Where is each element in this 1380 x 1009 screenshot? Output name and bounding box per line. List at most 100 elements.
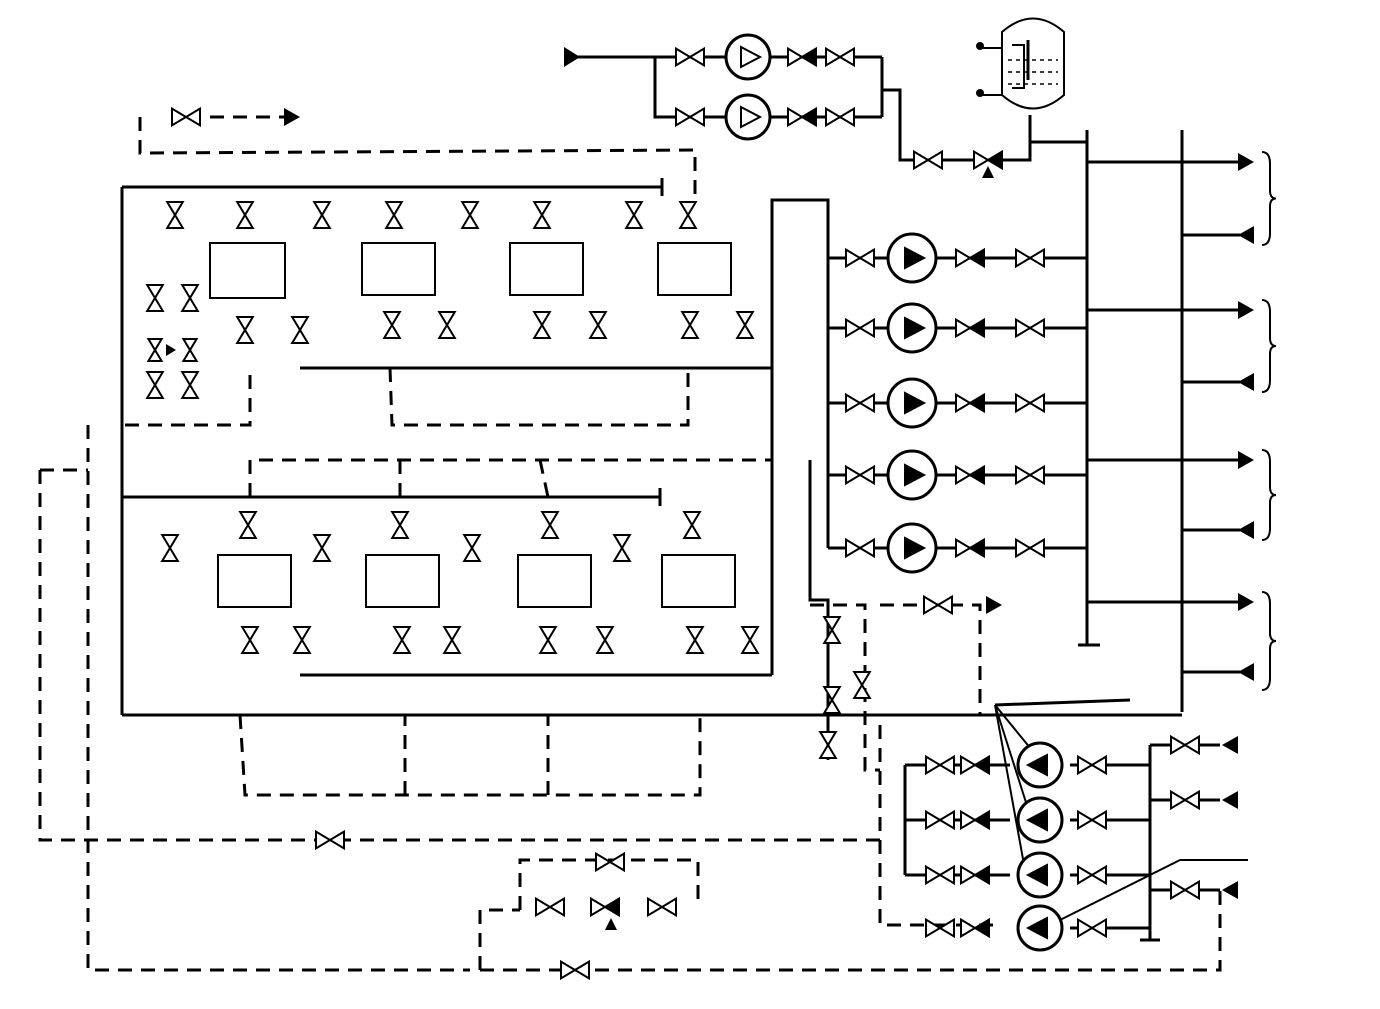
check-valve-icon (787, 106, 817, 128)
flow-arrow-icon (284, 108, 300, 126)
flow-arrow-icon (1222, 736, 1238, 754)
valve-icon (595, 626, 615, 654)
pump-icon (724, 93, 772, 141)
valve-icon (925, 754, 955, 776)
valve-icon (238, 511, 258, 539)
valve-icon (160, 534, 180, 562)
check-valve-icon (960, 754, 990, 776)
brace-icon (1261, 449, 1277, 541)
flow-arrow-icon (1222, 881, 1238, 899)
valve-icon (171, 106, 201, 128)
valve-icon (740, 626, 760, 654)
check-valve-icon (955, 247, 985, 269)
valve-icon (822, 686, 842, 714)
valve-icon (532, 201, 552, 229)
valve-icon (588, 311, 608, 339)
valve-icon (1015, 537, 1045, 559)
valve-icon (240, 626, 260, 654)
control-actuator-icon (605, 918, 617, 930)
valve-icon (680, 311, 700, 339)
valve-icon (925, 809, 955, 831)
valve-icon (180, 284, 200, 312)
valve-icon (560, 959, 590, 981)
valve-icon (612, 534, 632, 562)
valve-icon (146, 338, 164, 362)
valve-icon (180, 371, 200, 399)
check-valve-icon (960, 809, 990, 831)
pump-icon (1016, 796, 1064, 844)
pump-icon (1016, 904, 1064, 952)
check-valve-icon (955, 464, 985, 486)
valve-icon (390, 511, 410, 539)
top-feed-section (564, 47, 1032, 162)
pump-icon (1016, 741, 1064, 789)
main-headers (1030, 130, 1240, 712)
valve-icon (822, 616, 842, 644)
valve-icon (290, 316, 310, 344)
lower-unit-row (122, 488, 1182, 717)
valve-icon (685, 626, 705, 654)
valve-icon (825, 46, 855, 68)
pump-icon (886, 522, 938, 574)
flow-arrow-icon (1238, 153, 1254, 171)
valve-icon (1077, 754, 1107, 776)
flow-arrow-icon (1238, 593, 1254, 611)
valve-icon (312, 201, 332, 229)
valve-icon (145, 371, 165, 399)
pump-icon (1016, 851, 1064, 899)
flow-arrow-icon (1238, 226, 1254, 244)
valve-icon (462, 534, 482, 562)
valve-icon (165, 201, 185, 229)
pump-icon (724, 33, 772, 81)
valve-icon (1077, 864, 1107, 886)
valve-icon (1170, 879, 1200, 901)
valve-icon (532, 311, 552, 339)
check-valve-icon (590, 896, 620, 918)
valve-icon (675, 106, 705, 128)
valve-icon (460, 201, 480, 229)
valve-icon (535, 896, 565, 918)
valve-icon (235, 316, 255, 344)
check-valve-icon (973, 149, 1003, 171)
pump-icon (886, 232, 938, 284)
valve-icon (682, 511, 702, 539)
valve-icon (1170, 789, 1200, 811)
valve-icon (845, 247, 875, 269)
brace-icon (1261, 151, 1277, 246)
check-valve-icon (960, 864, 990, 886)
flow-arrow-icon (986, 596, 1002, 614)
flow-arrow-icon (1222, 791, 1238, 809)
valve-icon (315, 829, 345, 851)
valve-icon (913, 149, 943, 171)
check-valve-icon (955, 537, 985, 559)
brace-icon (1261, 299, 1277, 393)
flow-arrow-icon (1238, 373, 1254, 391)
valve-icon (1170, 734, 1200, 756)
valve-icon (852, 671, 872, 699)
valve-icon (1015, 317, 1045, 339)
pressure-tank (976, 17, 1065, 110)
valve-icon (925, 917, 955, 939)
valve-icon (292, 626, 312, 654)
valve-icon (923, 594, 953, 616)
upper-unit-row (120, 178, 772, 715)
control-actuator-icon (982, 166, 994, 178)
valve-icon (818, 731, 838, 759)
valve-icon (1077, 809, 1107, 831)
valve-icon (442, 626, 462, 654)
flow-arrow-icon (1238, 521, 1254, 539)
check-valve-icon (955, 317, 985, 339)
valve-icon (735, 311, 755, 339)
riser (770, 198, 830, 760)
symbols-layer (145, 33, 1277, 981)
valve-icon (181, 338, 199, 362)
bottom-pump-station (903, 698, 1248, 942)
valve-icon (538, 626, 558, 654)
flow-arrow-icon (1238, 451, 1254, 469)
valve-icon (1015, 464, 1045, 486)
valve-icon (678, 201, 698, 229)
valve-icon (312, 534, 332, 562)
valve-icon (145, 284, 165, 312)
